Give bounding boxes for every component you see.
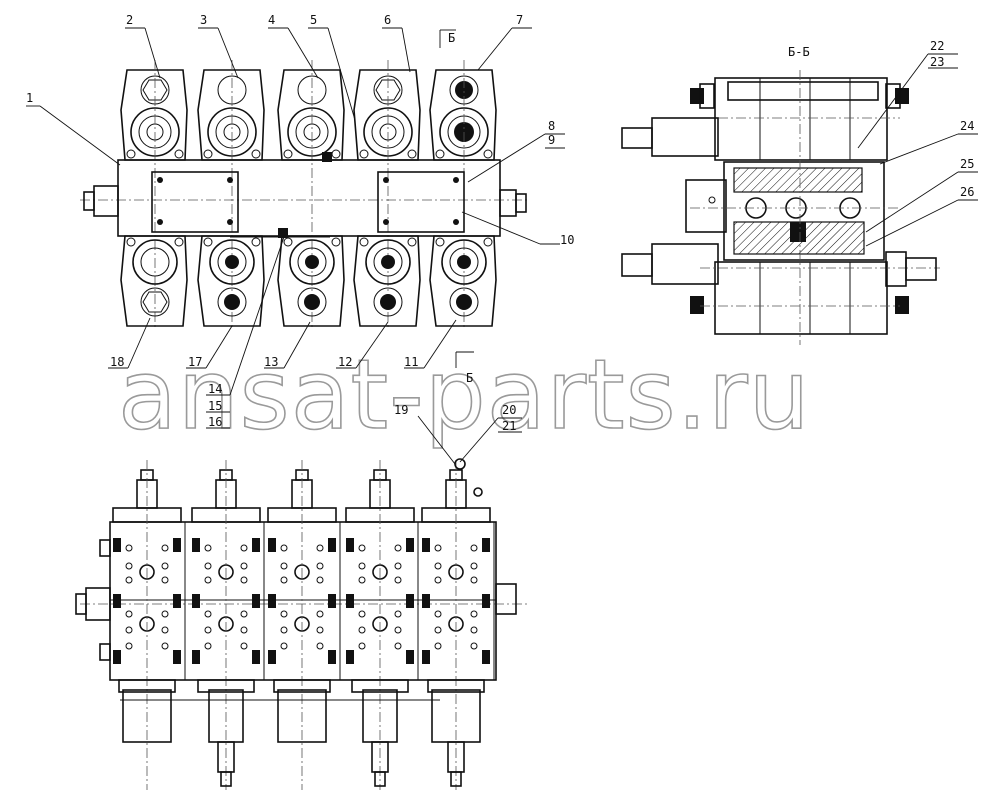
- section-mark-bottom: Б: [455, 351, 474, 385]
- callout-2: 2: [126, 13, 133, 27]
- callout-leaders: [26, 27, 978, 465]
- callout-3: 3: [200, 13, 207, 27]
- callout-8: 8: [548, 119, 555, 133]
- callout-15: 15: [208, 399, 222, 413]
- callout-11: 11: [404, 355, 418, 369]
- callout-18: 18: [110, 355, 124, 369]
- section-view: [621, 70, 940, 345]
- callout-12: 12: [338, 355, 352, 369]
- section-mark-top: Б: [439, 29, 456, 48]
- callout-26: 26: [960, 185, 974, 199]
- top-view: [80, 60, 530, 330]
- callout-6: 6: [384, 13, 391, 27]
- callout-25: 25: [960, 157, 974, 171]
- front-view: [75, 458, 530, 790]
- watermark: ansat-parts.ru: [118, 339, 811, 451]
- callout-14: 14: [208, 382, 222, 396]
- callout-20: 20: [502, 403, 516, 417]
- callout-17: 17: [188, 355, 202, 369]
- callout-9: 9: [548, 133, 555, 147]
- callout-1: 1: [26, 91, 33, 105]
- callout-13: 13: [264, 355, 278, 369]
- callout-23: 23: [930, 55, 944, 69]
- callout-21: 21: [502, 419, 516, 433]
- callout-10: 10: [560, 233, 574, 247]
- callout-5: 5: [310, 13, 317, 27]
- callouts: 1 2 3 4 5 6 7 8 9 10 11 12 13 14 15 16 1…: [26, 13, 974, 433]
- section-mark-top-label: Б: [448, 31, 455, 45]
- section-title: Б-Б: [788, 45, 810, 59]
- callout-24: 24: [960, 119, 974, 133]
- callout-16: 16: [208, 415, 222, 429]
- section-mark-bottom-label: Б: [466, 371, 473, 385]
- callout-19: 19: [394, 403, 408, 417]
- callout-22: 22: [930, 39, 944, 53]
- callout-7: 7: [516, 13, 523, 27]
- callout-4: 4: [268, 13, 275, 27]
